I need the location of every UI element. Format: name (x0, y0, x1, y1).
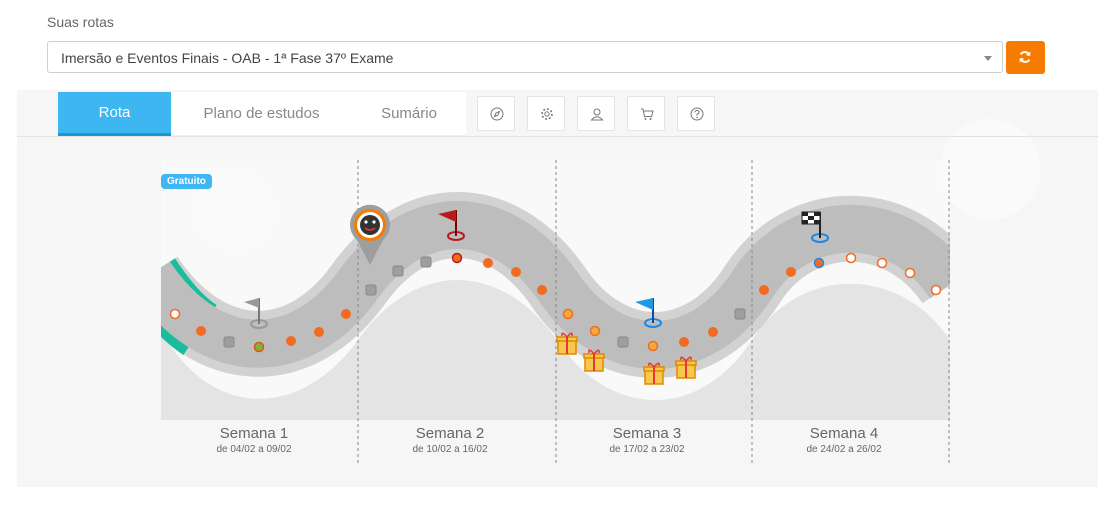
profile-button[interactable] (577, 96, 615, 131)
route-stop[interactable] (759, 285, 769, 295)
week-range: de 04/02 a 09/02 (216, 444, 292, 455)
route-stop[interactable] (786, 267, 796, 277)
gear-icon (541, 108, 553, 120)
route-stop[interactable] (845, 252, 857, 264)
route-stop[interactable] (647, 340, 659, 352)
route-stop[interactable] (930, 284, 942, 296)
chevron-down-icon (984, 56, 992, 61)
location-pin-icon (350, 204, 391, 265)
route-stop[interactable] (813, 257, 825, 269)
week-range: de 10/02 a 16/02 (412, 444, 488, 455)
week-label: Semana 2 (415, 425, 485, 442)
flag-icon (438, 210, 465, 241)
week-label: Semana 3 (612, 425, 682, 442)
week-label: Semana 4 (809, 425, 879, 442)
route-stop[interactable] (365, 284, 377, 296)
finish-flag-icon (801, 211, 829, 243)
tab-sumario[interactable]: Sumário (352, 92, 466, 136)
flag-icon (635, 298, 662, 328)
route-stop[interactable] (286, 336, 296, 346)
gift-icon[interactable] (643, 362, 665, 385)
route-stop[interactable] (562, 308, 574, 320)
cart-icon (641, 108, 654, 120)
compass-button[interactable] (477, 96, 515, 131)
route-stop[interactable] (679, 337, 689, 347)
route-stop[interactable] (420, 256, 432, 268)
route-stop[interactable] (511, 267, 521, 277)
route-stop[interactable] (451, 252, 463, 264)
route-select[interactable]: Imersão e Eventos Finais - OAB - 1ª Fase… (47, 41, 1003, 73)
routes-label: Suas rotas (47, 14, 114, 30)
route-stop[interactable] (314, 327, 324, 337)
route-stop[interactable] (196, 326, 206, 336)
tab-plano-de-estudos[interactable]: Plano de estudos (171, 92, 352, 136)
gift-icon[interactable] (583, 349, 605, 372)
route-stop[interactable] (876, 257, 888, 269)
route-select-value: Imersão e Eventos Finais - OAB - 1ª Fase… (61, 50, 394, 66)
user-icon (590, 108, 604, 121)
route-stop[interactable] (253, 341, 265, 353)
route-stop[interactable] (617, 336, 629, 348)
week-range: de 17/02 a 23/02 (609, 444, 685, 455)
settings-button[interactable] (527, 96, 565, 131)
route-stop[interactable] (708, 327, 718, 337)
week-range: de 24/02 a 26/02 (806, 444, 882, 455)
compass-icon (490, 107, 504, 121)
help-icon (690, 107, 704, 121)
route-stop[interactable] (537, 285, 547, 295)
route-stop[interactable] (223, 336, 235, 348)
route-stop[interactable] (169, 308, 181, 320)
route-stop[interactable] (341, 309, 351, 319)
tabs-divider (17, 136, 1098, 137)
help-button[interactable] (677, 96, 715, 131)
flag-icon (244, 298, 268, 329)
route-stop[interactable] (904, 267, 916, 279)
route-stop[interactable] (589, 325, 601, 337)
cart-button[interactable] (627, 96, 665, 131)
refresh-icon (1019, 51, 1031, 63)
route-stop[interactable] (483, 258, 493, 268)
gift-icon[interactable] (556, 332, 578, 355)
gift-icon[interactable] (675, 356, 697, 379)
free-badge: Gratuito (161, 174, 212, 189)
refresh-button[interactable] (1006, 41, 1045, 74)
week-label: Semana 1 (219, 425, 289, 442)
route-stop[interactable] (734, 308, 746, 320)
route-stop[interactable] (392, 265, 404, 277)
tab-rota[interactable]: Rota (58, 92, 171, 136)
